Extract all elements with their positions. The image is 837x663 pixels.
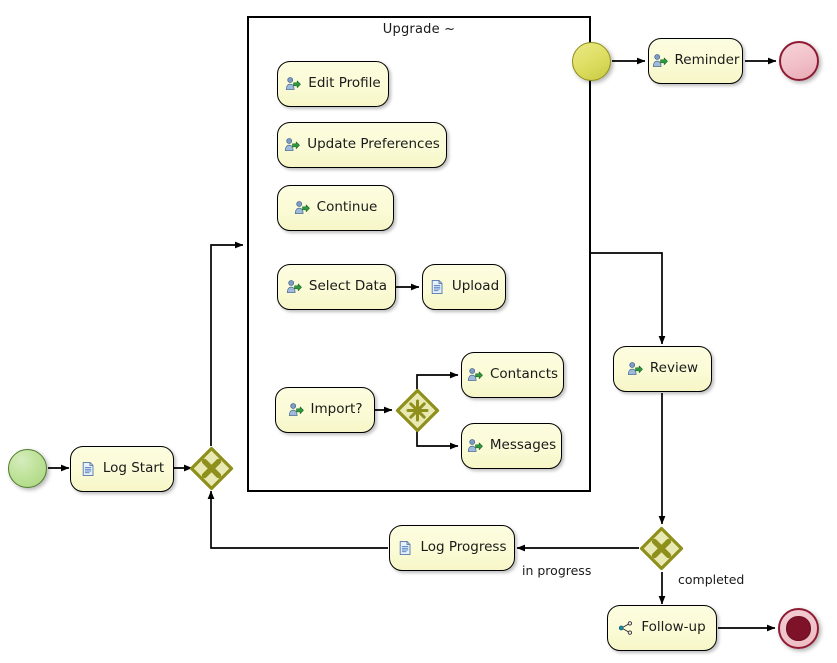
share-task-icon bbox=[618, 620, 634, 636]
import-gateway[interactable] bbox=[395, 388, 440, 433]
user-task-icon bbox=[467, 438, 483, 454]
task-label: Follow-up bbox=[641, 619, 706, 636]
decision-gateway[interactable] bbox=[639, 526, 684, 571]
script-task-icon bbox=[429, 279, 445, 295]
merge-gateway[interactable] bbox=[189, 446, 234, 491]
edge-subprocess-to-review bbox=[591, 252, 666, 345]
task-label: Upload bbox=[451, 278, 500, 295]
task-label: Log Progress bbox=[420, 539, 507, 556]
edge-label-in-progress: in progress bbox=[522, 563, 592, 578]
edge-label-completed: completed bbox=[678, 572, 745, 587]
task-messages[interactable]: Messages bbox=[461, 423, 562, 469]
user-task-icon bbox=[652, 53, 668, 69]
task-import[interactable]: Import? bbox=[275, 387, 375, 433]
task-label: Contancts bbox=[489, 366, 559, 383]
task-label: Update Preferences bbox=[307, 136, 440, 153]
task-log-start[interactable]: Log Start bbox=[70, 446, 174, 492]
script-task-icon bbox=[80, 461, 96, 477]
task-label: Log Start bbox=[102, 460, 165, 477]
task-label: Import? bbox=[310, 401, 363, 418]
boundary-event[interactable] bbox=[572, 42, 611, 81]
task-review[interactable]: Review bbox=[613, 346, 712, 392]
end-event-core bbox=[786, 616, 811, 641]
user-task-icon bbox=[288, 402, 304, 418]
start-event[interactable] bbox=[8, 449, 47, 488]
user-task-icon bbox=[286, 279, 302, 295]
task-edit-profile[interactable]: Edit Profile bbox=[277, 61, 389, 107]
task-update-preferences[interactable]: Update Preferences bbox=[277, 122, 447, 168]
task-label: Messages bbox=[489, 437, 557, 454]
end-event[interactable] bbox=[778, 608, 819, 649]
terminate-event[interactable] bbox=[779, 41, 819, 81]
task-contancts[interactable]: Contancts bbox=[461, 352, 564, 398]
user-task-icon bbox=[294, 200, 310, 216]
script-task-icon bbox=[397, 540, 413, 556]
edge-merge-to-subprocess bbox=[210, 241, 244, 446]
task-label: Edit Profile bbox=[308, 75, 381, 92]
task-select-data[interactable]: Select Data bbox=[277, 264, 396, 310]
task-label: Review bbox=[649, 360, 699, 377]
task-label: Select Data bbox=[308, 278, 388, 295]
task-log-progress[interactable]: Log Progress bbox=[389, 525, 515, 571]
task-label: Continue bbox=[316, 199, 378, 216]
task-label: Reminder bbox=[674, 52, 740, 69]
task-continue[interactable]: Continue bbox=[277, 185, 394, 231]
edge-log-progress-to-merge bbox=[207, 490, 388, 549]
user-task-icon bbox=[284, 137, 300, 153]
subprocess-label: Upgrade ~ bbox=[382, 22, 456, 37]
task-upload[interactable]: Upload bbox=[422, 264, 506, 310]
user-task-icon bbox=[467, 367, 483, 383]
user-task-icon bbox=[285, 76, 302, 92]
upgrade-subprocess[interactable]: Upgrade ~ bbox=[247, 16, 591, 492]
user-task-icon bbox=[627, 361, 643, 377]
task-follow-up[interactable]: Follow-up bbox=[607, 605, 717, 651]
task-reminder[interactable]: Reminder bbox=[648, 38, 743, 84]
